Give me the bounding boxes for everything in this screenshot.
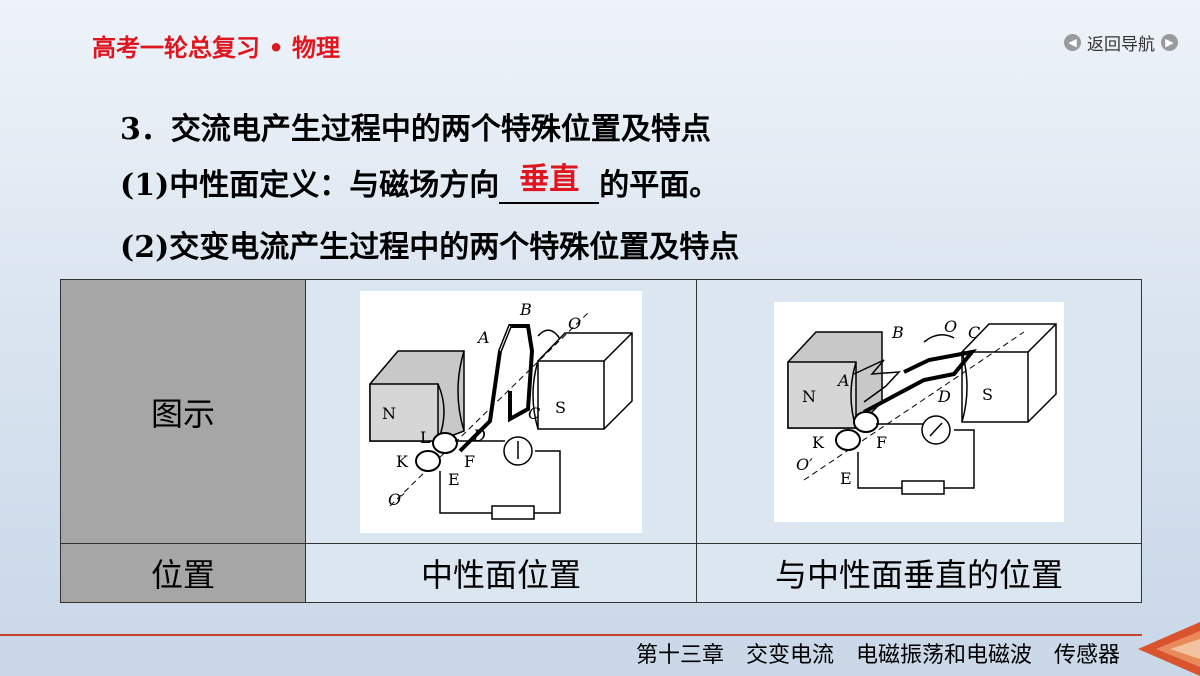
label-B-2: B	[891, 323, 904, 342]
label-E: E	[448, 470, 460, 489]
row-header-position: 位置	[60, 543, 306, 603]
label-B: B	[519, 300, 532, 319]
definition-suffix: 的平面。	[599, 168, 720, 203]
label-K-2: K	[812, 433, 825, 452]
label-O-2: O	[944, 317, 957, 336]
diagram-neutral-cell: N S	[305, 279, 697, 544]
label-N: N	[382, 404, 396, 423]
label-S: S	[555, 398, 566, 417]
definition-prefix: (1)中性面定义：与磁场方向	[120, 168, 500, 203]
section-title: 3．交流电产生过程中的两个特殊位置及特点	[120, 112, 711, 147]
label-O-prime-2: O′	[796, 455, 813, 474]
label-C: C	[528, 404, 540, 423]
label-E-2: E	[840, 469, 852, 488]
subsection-title: (2)交变电流产生过程中的两个特殊位置及特点	[120, 230, 740, 265]
footer: 第十三章 交变电流 电磁振荡和电磁波 传感器	[0, 622, 1200, 676]
label-F: F	[464, 452, 475, 471]
return-navigation[interactable]: ◀ 返回导航 ▶	[1064, 30, 1178, 55]
diagram-perpendicular-cell: N S	[696, 279, 1142, 544]
label-O: O	[568, 314, 581, 333]
arrow-left-icon[interactable]: ◀	[1064, 34, 1081, 51]
label-K: K	[396, 452, 409, 471]
back-arrow-icon[interactable]	[1138, 622, 1200, 676]
generator-diagram-neutral: N S	[360, 290, 642, 533]
label-A-2: A	[836, 371, 850, 390]
position-perpendicular: 与中性面垂直的位置	[696, 543, 1142, 603]
chapter-title: 第十三章 交变电流 电磁振荡和电磁波 传感器	[635, 643, 1120, 668]
label-N-2: N	[802, 387, 816, 406]
label-O-prime: O′	[388, 490, 405, 509]
generator-diagram-perpendicular: N S	[774, 301, 1064, 522]
label-F-2: F	[876, 433, 887, 452]
answer-text: 垂直	[519, 162, 580, 197]
answer-blank: 垂直	[499, 162, 600, 204]
label-L: L	[420, 428, 431, 447]
definition-line: (1)中性面定义：与磁场方向垂直的平面。	[120, 160, 719, 204]
comparison-table: 图示 N S	[60, 279, 1142, 603]
label-C-2: C	[968, 323, 980, 342]
arrow-right-icon[interactable]: ▶	[1161, 34, 1178, 51]
return-navigation-label[interactable]: 返回导航	[1087, 35, 1155, 55]
position-neutral: 中性面位置	[305, 543, 697, 603]
label-D-2: D	[937, 387, 951, 406]
label-D: D	[472, 426, 486, 445]
course-title: 高考一轮总复习 • 物理	[92, 34, 341, 62]
label-A: A	[476, 328, 490, 347]
row-header-diagram: 图示	[60, 279, 306, 544]
label-S-2: S	[982, 385, 993, 404]
footer-divider	[0, 634, 1142, 636]
